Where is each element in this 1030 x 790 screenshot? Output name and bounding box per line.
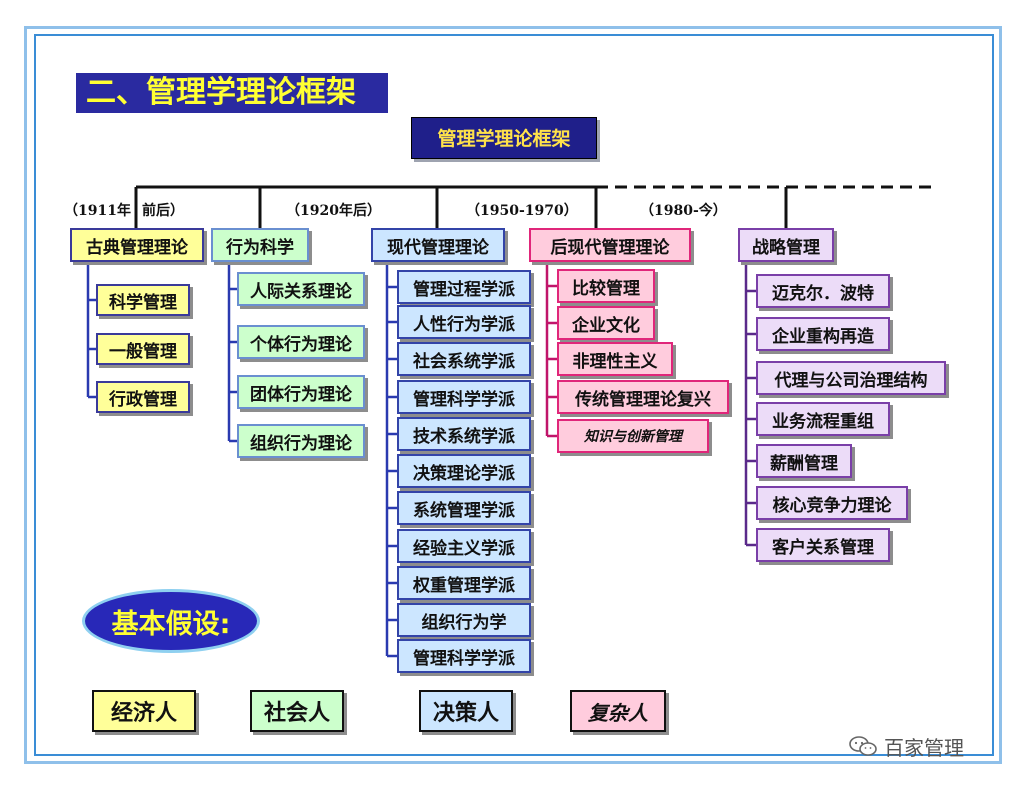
behavioral-item: 个体行为理论 <box>237 325 365 359</box>
strategic-item: 业务流程重组 <box>756 402 890 436</box>
modern-theory-box: 现代管理理论 <box>371 228 505 262</box>
modern-item: 决策理论学派 <box>397 454 531 488</box>
inner-frame <box>34 34 994 756</box>
framework-subtitle: 管理学理论框架 <box>411 117 597 159</box>
modern-item: 管理过程学派 <box>397 270 531 304</box>
page-heading: 二、管理学理论框架 <box>76 73 388 113</box>
assumption-social-man: 社会人 <box>250 690 344 732</box>
strategic-item: 客户关系管理 <box>756 528 890 562</box>
behavioral-item: 团体行为理论 <box>237 375 365 409</box>
strategic-item: 核心竞争力理论 <box>756 486 908 520</box>
watermark: 百家管理 <box>848 732 1000 760</box>
modern-item: 权重管理学派 <box>397 566 531 600</box>
postmodern-theory-box: 后现代管理理论 <box>529 228 691 262</box>
modern-item: 系统管理学派 <box>397 491 531 525</box>
strategic-item: 企业重构再造 <box>756 317 890 351</box>
postmodern-item: 企业文化 <box>557 306 655 340</box>
behavioral-science-box: 行为科学 <box>211 228 309 262</box>
modern-item: 社会系统学派 <box>397 342 531 376</box>
strategic-management-box: 战略管理 <box>738 228 834 262</box>
modern-item: 经验主义学派 <box>397 529 531 563</box>
behavioral-item: 人际关系理论 <box>237 272 365 306</box>
wechat-icon <box>849 736 877 756</box>
era-label-1911a: （1911年 <box>64 203 131 219</box>
modern-item: 管理科学学派 <box>397 639 531 673</box>
postmodern-item: 比较管理 <box>557 269 655 303</box>
era-label-1911b: 前后） <box>142 203 184 219</box>
outer-frame <box>24 26 1002 764</box>
classical-item: 科学管理 <box>96 284 190 316</box>
modern-item: 人性行为学派 <box>397 305 531 339</box>
modern-item: 组织行为学 <box>397 603 531 637</box>
postmodern-item: 非理性主义 <box>557 342 673 376</box>
modern-item: 技术系统学派 <box>397 417 531 451</box>
assumption-decision-man: 决策人 <box>419 690 513 732</box>
assumption-economic-man: 经济人 <box>92 690 196 732</box>
assumption-complex-man: 复杂人 <box>570 690 666 732</box>
era-label-1980: （1980-今） <box>640 203 727 219</box>
postmodern-item: 传统管理理论复兴 <box>557 380 729 414</box>
classical-item: 一般管理 <box>96 333 190 365</box>
watermark-text: 百家管理 <box>884 735 964 760</box>
classical-item: 行政管理 <box>96 381 190 413</box>
strategic-item: 迈克尔．波特 <box>756 274 890 308</box>
era-label-1950: （1950-1970） <box>466 203 578 219</box>
postmodern-item: 知识与创新管理 <box>557 419 709 453</box>
strategic-item: 代理与公司治理结构 <box>756 361 946 395</box>
strategic-item: 薪酬管理 <box>756 444 852 478</box>
behavioral-item: 组织行为理论 <box>237 424 365 458</box>
classical-theory-box: 古典管理理论 <box>70 228 204 262</box>
basic-assumptions-ellipse: 基本假设: <box>82 589 260 653</box>
modern-item: 管理科学学派 <box>397 380 531 414</box>
era-label-1920: （1920年后） <box>286 203 381 219</box>
